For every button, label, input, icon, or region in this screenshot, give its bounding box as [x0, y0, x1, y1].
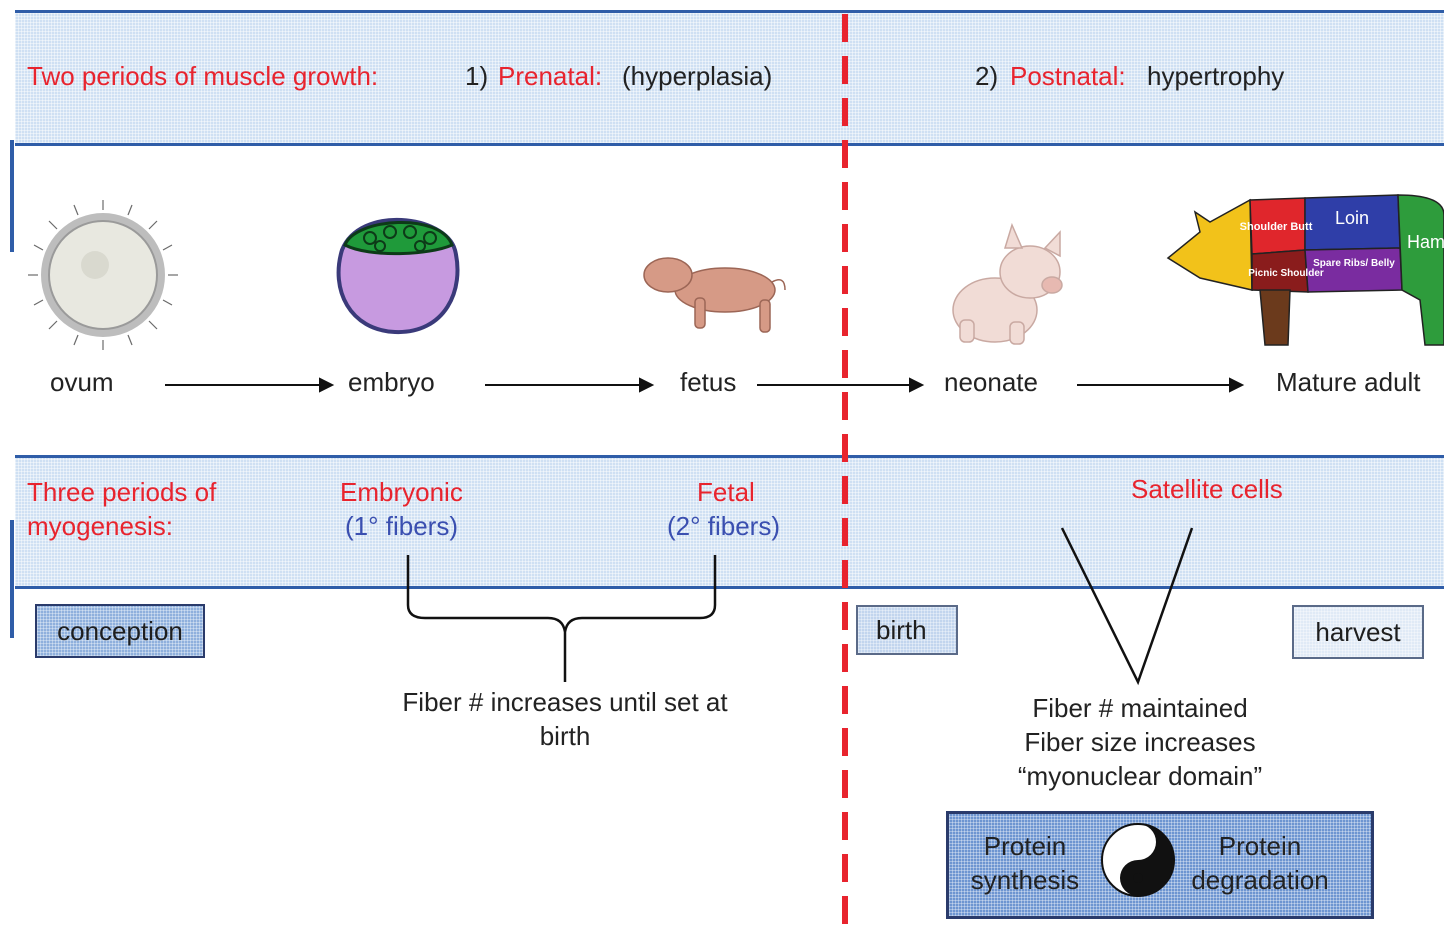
- satellite-cells-label: Satellite cells: [1131, 473, 1283, 506]
- embryo-image: [339, 220, 458, 332]
- stage-label-fetus: fetus: [680, 366, 736, 399]
- postnatal-note-line3: “myonuclear domain”: [990, 760, 1290, 793]
- cut-label-ham: Ham: [1407, 232, 1444, 252]
- ovum-image: [28, 200, 178, 350]
- satellite-cells-v: [1062, 528, 1192, 682]
- protein-synthesis-line2: synthesis: [960, 864, 1090, 897]
- birth-box: birth: [856, 605, 958, 655]
- fetal-fibers-label: (2° fibers): [667, 510, 780, 543]
- postnatal-note-line2: Fiber size increases: [990, 726, 1290, 759]
- cut-label-picnic-shoulder: Picnic Shoulder: [1248, 268, 1324, 279]
- stage-label-neonate: neonate: [944, 366, 1038, 399]
- myogenesis-title-line1: Three periods of: [27, 476, 216, 509]
- protein-degradation-line2: degradation: [1180, 864, 1340, 897]
- postnatal-note-line1: Fiber # maintained: [990, 692, 1290, 725]
- stage-label-mature-adult: Mature adult: [1276, 366, 1421, 399]
- yin-yang-foreground: [1100, 822, 1176, 898]
- fiber-increase-brace: [408, 555, 715, 682]
- stage-label-ovum: ovum: [50, 366, 114, 399]
- myogenesis-title-line2: myogenesis:: [27, 510, 173, 543]
- stage-label-embryo: embryo: [348, 366, 435, 399]
- cut-label-spare-ribs-belly: Spare Ribs/ Belly: [1313, 258, 1395, 269]
- protein-synthesis-line1: Protein: [960, 830, 1090, 863]
- cut-label-shoulder-butt: Shoulder Butt: [1240, 221, 1313, 233]
- prenatal-note-line1: Fiber # increases until set at: [370, 686, 760, 719]
- conception-box: conception: [35, 604, 205, 658]
- fetal-label: Fetal: [697, 476, 755, 509]
- embryonic-fibers-label: (1° fibers): [345, 510, 458, 543]
- fetus-image: [644, 258, 785, 332]
- prenatal-note-line2: birth: [370, 720, 760, 753]
- protein-degradation-line1: Protein: [1180, 830, 1340, 863]
- embryonic-label: Embryonic: [340, 476, 463, 509]
- cut-label-loin: Loin: [1335, 208, 1369, 228]
- harvest-box: harvest: [1292, 605, 1424, 659]
- neonate-image: [953, 225, 1062, 344]
